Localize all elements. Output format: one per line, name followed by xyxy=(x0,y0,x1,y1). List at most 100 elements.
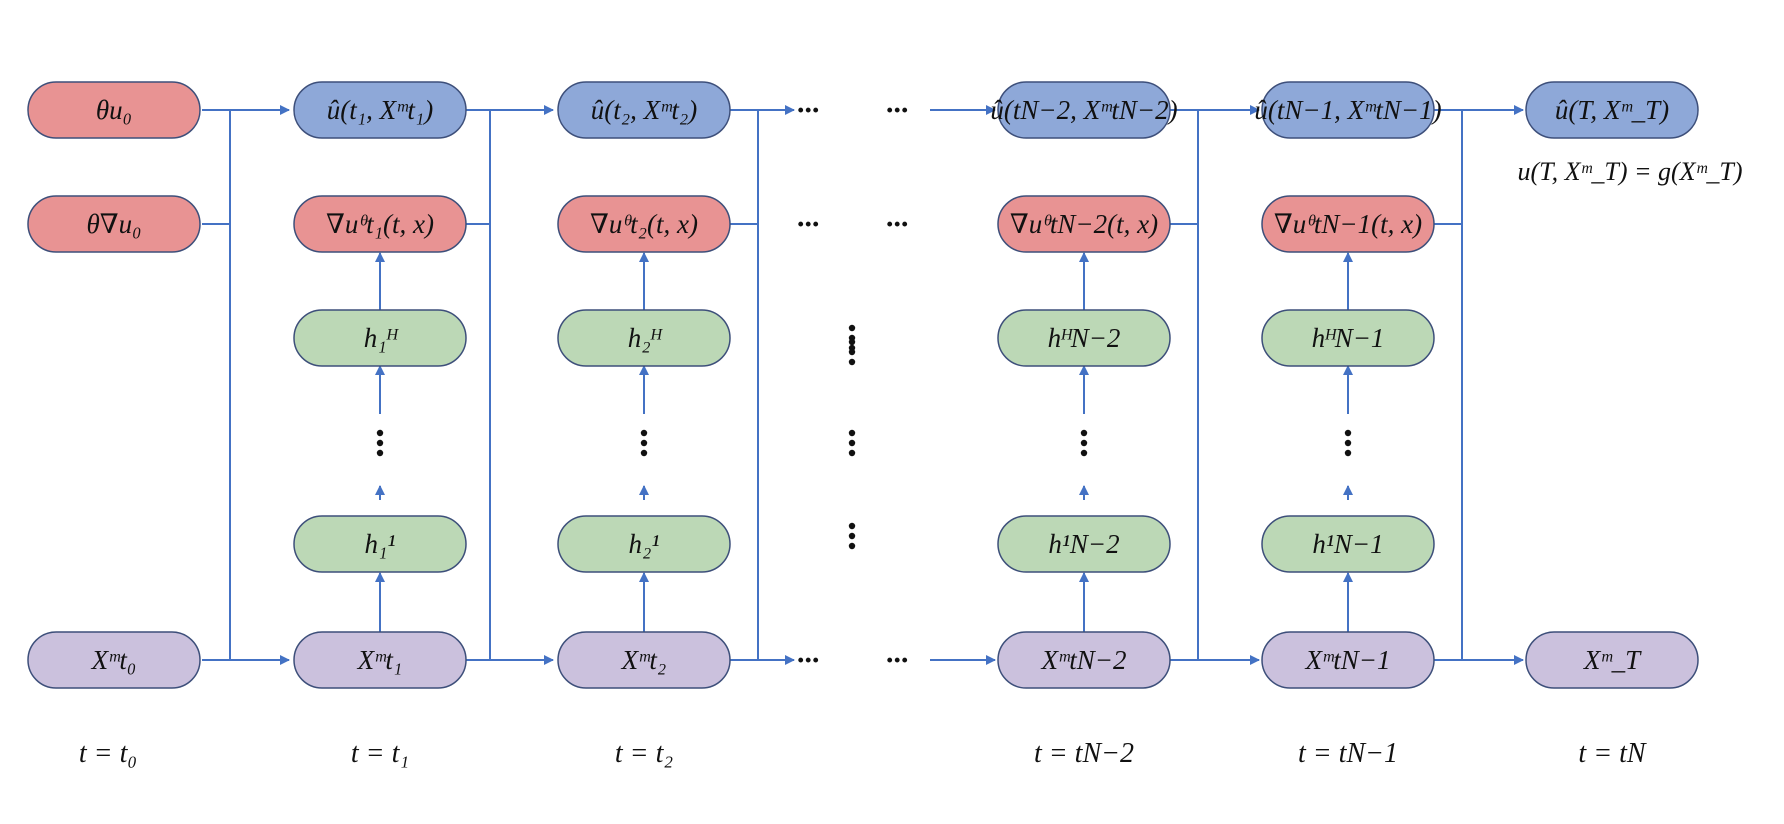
node-label: h₂ᴴ xyxy=(628,323,664,353)
node-hN2-H: hᴴN−2 xyxy=(997,309,1171,367)
node-x-tN2: XᵐtN−2 xyxy=(997,631,1171,689)
time-label: t = tN−1 xyxy=(1298,738,1398,769)
ellipsis-bottom-right: ··· xyxy=(886,644,909,677)
ellipsis-group: ··· ··· ··· ··· ··· ··· xyxy=(376,94,1352,677)
node-shape xyxy=(1525,81,1699,139)
node-label: ∇uᶿt₂(t, x) xyxy=(590,209,698,239)
vertical-ellipsis-gap-upper xyxy=(848,324,856,352)
node-label: h¹N−1 xyxy=(1312,529,1383,559)
vertical-ellipsis xyxy=(1080,429,1088,457)
node-label: Xᵐt₀ xyxy=(91,645,137,675)
node-label: XᵐtN−2 xyxy=(1041,645,1127,675)
node-grad-u-tN2: ∇uᶿtN−2(t, x) xyxy=(997,195,1171,253)
time-label: t = t₂ xyxy=(615,738,673,769)
node-shape xyxy=(1525,631,1699,689)
node-label: h₁ᴴ xyxy=(364,323,400,353)
node-shape xyxy=(557,81,731,139)
node-label: h₂¹ xyxy=(629,529,660,559)
node-hN1-1: h¹N−1 xyxy=(1261,515,1435,573)
node-u-hat-tN1: û(tN−1, XᵐtN−1) xyxy=(1254,81,1442,139)
node-shape xyxy=(27,631,201,689)
node-label: ∇uᶿtN−1(t, x) xyxy=(1274,209,1422,239)
node-shape xyxy=(1261,631,1435,689)
node-label: h¹N−2 xyxy=(1048,529,1119,559)
node-label: û(t₂, Xᵐt₂) xyxy=(591,95,698,125)
node-shape xyxy=(1261,515,1435,573)
node-shape xyxy=(997,631,1171,689)
node-label: û(tN−1, XᵐtN−1) xyxy=(1254,95,1441,125)
node-label: ∇uᶿtN−2(t, x) xyxy=(1010,209,1158,239)
node-theta-u0: θu₀ xyxy=(27,81,201,139)
vertical-ellipsis xyxy=(376,429,384,457)
node-h2-H: h₂ᴴ xyxy=(557,309,731,367)
node-u-hat-tN2: û(tN−2, XᵐtN−2) xyxy=(990,81,1178,139)
connector-lines xyxy=(202,105,1524,665)
node-label: hᴴN−2 xyxy=(1048,323,1121,353)
node-u-hat-t2: û(t₂, Xᵐt₂) xyxy=(557,81,731,139)
node-x-T: Xᵐ_T xyxy=(1525,631,1699,689)
terminal-condition: u(T, Xᵐ_T) = g(Xᵐ_T) xyxy=(1517,157,1742,186)
node-h1-H: h₁ᴴ xyxy=(293,309,467,367)
node-shape xyxy=(557,309,731,367)
node-x-t0: Xᵐt₀ xyxy=(27,631,201,689)
node-shape xyxy=(1261,309,1435,367)
node-u-hat-t1: û(t₁, Xᵐt₁) xyxy=(293,81,467,139)
node-hN1-H: hᴴN−1 xyxy=(1261,309,1435,367)
vertical-ellipsis xyxy=(640,429,648,457)
node-shape xyxy=(557,631,731,689)
node-u-hat-T: û(T, Xᵐ_T) xyxy=(1525,81,1699,139)
node-grad-u-t1: ∇uᶿt₁(t, x) xyxy=(293,195,467,253)
time-label: t = t₀ xyxy=(79,738,137,769)
ellipsis-bottom-left: ··· xyxy=(797,644,820,677)
node-label: XᵐtN−1 xyxy=(1305,645,1391,675)
node-h1-1: h₁¹ xyxy=(293,515,467,573)
node-shape xyxy=(997,515,1171,573)
node-grad-u-t2: ∇uᶿt₂(t, x) xyxy=(557,195,731,253)
terminal-condition-text: u(T, Xᵐ_T) = g(Xᵐ_T) xyxy=(1517,157,1742,186)
node-shape xyxy=(997,195,1171,253)
node-shape xyxy=(1261,195,1435,253)
node-shape xyxy=(293,309,467,367)
node-label: ∇uᶿt₁(t, x) xyxy=(326,209,434,239)
node-shape xyxy=(557,195,731,253)
node-label: θ∇u₀ xyxy=(86,209,141,239)
node-x-tN1: XᵐtN−1 xyxy=(1261,631,1435,689)
node-label: Xᵐt₁ xyxy=(357,645,403,675)
time-label: t = tN xyxy=(1578,738,1646,769)
ellipsis-mid-left: ··· xyxy=(797,208,820,241)
node-shape xyxy=(293,195,467,253)
node-x-t2: Xᵐt₂ xyxy=(557,631,731,689)
node-shape xyxy=(293,631,467,689)
node-hN2-1: h¹N−2 xyxy=(997,515,1171,573)
node-h2-1: h₂¹ xyxy=(557,515,731,573)
ellipsis-mid-right: ··· xyxy=(886,208,909,241)
node-shape xyxy=(997,81,1171,139)
nodes: θu₀ θ∇u₀ Xᵐt₀ û(t₁, Xᵐt₁) ∇uᶿt₁(t, x) h₁ᴴ h₁¹ X… xyxy=(27,81,1699,689)
node-theta-grad-u0: θ∇u₀ xyxy=(27,195,201,253)
node-label: Xᵐt₂ xyxy=(621,645,667,675)
node-shape xyxy=(557,515,731,573)
node-shape xyxy=(293,515,467,573)
vertical-ellipsis-gap-lower xyxy=(848,522,856,550)
vertical-ellipsis-gap-upper-2 xyxy=(848,338,856,366)
node-label: û(t₁, Xᵐt₁) xyxy=(327,95,434,125)
node-shape xyxy=(27,195,201,253)
node-label: hᴴN−1 xyxy=(1312,323,1385,353)
node-grad-u-tN1: ∇uᶿtN−1(t, x) xyxy=(1261,195,1435,253)
node-shape xyxy=(997,309,1171,367)
node-label: û(tN−2, XᵐtN−2) xyxy=(990,95,1177,125)
node-label: û(T, Xᵐ_T) xyxy=(1555,95,1669,125)
vertical-ellipsis xyxy=(1344,429,1352,457)
node-shape xyxy=(1261,81,1435,139)
node-label: h₁¹ xyxy=(365,529,396,559)
vertical-ellipsis-gap-mid xyxy=(848,429,856,457)
ellipsis-top-right: ··· xyxy=(886,94,909,127)
time-label: t = t₁ xyxy=(351,738,409,769)
node-label: θu₀ xyxy=(96,95,132,125)
node-shape xyxy=(293,81,467,139)
node-shape xyxy=(27,81,201,139)
node-label: Xᵐ_T xyxy=(1583,645,1642,675)
node-x-t1: Xᵐt₁ xyxy=(293,631,467,689)
